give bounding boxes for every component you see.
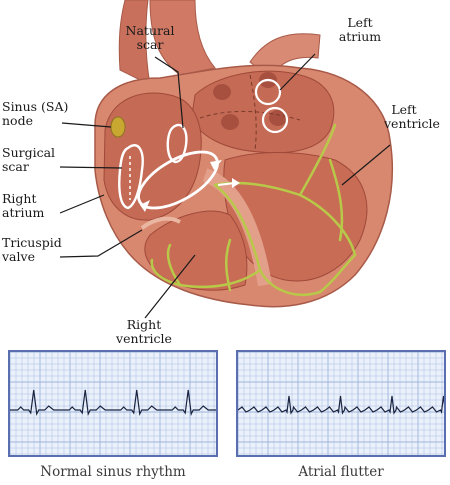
surgical-scar-label-line1: Surgical xyxy=(2,146,55,160)
right-atrium-label: Right atrium xyxy=(2,192,44,220)
right-atrium-label-line1: Right xyxy=(2,192,44,206)
tricuspid-valve-label-line1: Tricuspid xyxy=(2,236,62,250)
sinus-ecg-waveform xyxy=(10,390,216,414)
left-atrium-label: Left atrium xyxy=(330,16,390,44)
sinus-node-label: Sinus (SA) node xyxy=(2,100,68,128)
flutter-ecg-waveform xyxy=(238,396,444,413)
ecg-flutter-trace xyxy=(238,352,444,455)
sinus-node-label-line1: Sinus (SA) xyxy=(2,100,68,114)
ecg-normal-panel xyxy=(8,350,218,457)
right-atrium-label-line2: atrium xyxy=(2,206,44,220)
atrial-flutter-caption: Atrial flutter xyxy=(236,464,446,480)
surgical-scar-label: Surgical scar xyxy=(2,146,55,174)
tricuspid-valve-label-line2: valve xyxy=(2,250,62,264)
right-ventricle-label-line2: ventricle xyxy=(112,332,176,346)
natural-scar-label: Natural scar xyxy=(118,24,182,52)
natural-scar-label-line1: Natural xyxy=(118,24,182,38)
right-ventricle-label-line1: Right xyxy=(112,318,176,332)
surgical-scar-label-line2: scar xyxy=(2,160,55,174)
natural-scar-label-line2: scar xyxy=(118,38,182,52)
sinus-node-label-line2: node xyxy=(2,114,68,128)
left-ventricle-label-line2: ventricle xyxy=(384,117,440,131)
ecg-flutter-panel xyxy=(236,350,446,457)
left-ventricle-label-line1: Left xyxy=(384,103,424,117)
tricuspid-valve-label: Tricuspid valve xyxy=(2,236,62,264)
heart-illustration xyxy=(0,0,450,345)
right-ventricle-label: Right ventricle xyxy=(112,318,176,346)
sa-node xyxy=(111,117,125,137)
left-atrium-label-line1: Left xyxy=(330,16,390,30)
ecg-normal-trace xyxy=(10,352,216,455)
left-atrium-label-line2: atrium xyxy=(330,30,390,44)
normal-sinus-caption: Normal sinus rhythm xyxy=(8,464,218,480)
left-ventricle-label: Left ventricle xyxy=(384,103,440,131)
